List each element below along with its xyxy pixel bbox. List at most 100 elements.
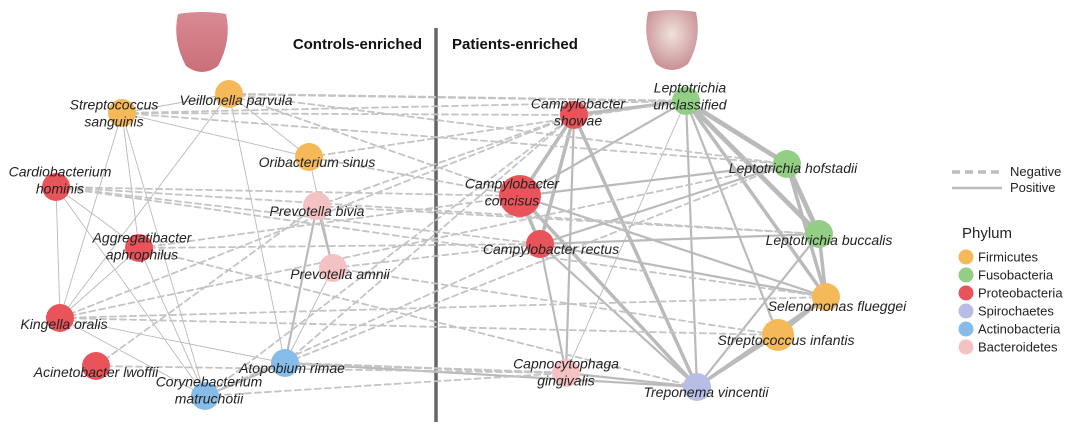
edge-positive-12 (138, 247, 206, 397)
edge-negative-76 (95, 365, 567, 374)
node-circle (773, 150, 801, 178)
legend-swatch-fusobacteria (958, 267, 974, 283)
edge-positive-0 (121, 93, 230, 114)
node-circle (762, 319, 794, 351)
node-circle (560, 101, 588, 129)
edge-positive-46 (695, 333, 780, 389)
legend-swatch-spirochaetes (958, 303, 974, 319)
edge-positive-49 (283, 361, 699, 389)
edge-positive-43 (538, 242, 828, 299)
patients-tongue-image (642, 8, 702, 74)
legend-swatch-bacteroidetes (958, 339, 974, 355)
node-label: hominis (36, 181, 84, 197)
edge-negative-52 (121, 112, 575, 116)
node-label: Campylobacter (531, 96, 626, 112)
edge-positive-26 (684, 99, 780, 337)
node-label: Campylobacter rectus (483, 241, 619, 257)
edge-positive-13 (59, 317, 206, 397)
node-circle (805, 220, 833, 248)
node-label: showae (554, 113, 602, 129)
edge-negative-55 (228, 93, 788, 165)
node-circle (42, 173, 70, 201)
edge-positive-1 (121, 112, 310, 158)
edge-positive-14 (59, 317, 286, 364)
edge-positive-10 (55, 186, 206, 397)
edge-negative-69 (316, 114, 575, 207)
controls-enriched-header: Controls-enriched (293, 36, 422, 53)
node-veillonella-parvula: Veillonella parvula (179, 80, 293, 108)
node-selenomonas-flueggei: Selenomonas flueggei (768, 283, 907, 314)
legend-swatch-firmicutes (958, 249, 974, 265)
edge-negative-50 (227, 92, 688, 103)
node-oribacterium-sinus: Oribacterium sinus (259, 143, 376, 171)
legend-positive-label: Positive (1010, 180, 1056, 195)
edge-negative-53 (121, 112, 788, 165)
node-circle (295, 143, 323, 171)
node-circle (271, 349, 299, 377)
edge-negative-65 (138, 247, 698, 388)
edge-positive-24 (518, 99, 688, 198)
node-label: Streptococcus infantis (718, 332, 855, 348)
edge-negative-61 (59, 317, 779, 336)
edge-positive-16 (283, 204, 319, 365)
edge-negative-57 (55, 186, 541, 245)
edge-positive-40 (518, 194, 828, 299)
edge-positive-41 (538, 242, 699, 389)
node-prevotella-amnii: Prevotella amnii (290, 254, 391, 282)
node-kingella-oralis: Kingella oralis (20, 304, 108, 332)
legend-label-bacteroidetes: Bacteroidetes (978, 340, 1058, 355)
node-circle (303, 192, 331, 220)
edge-negative-78 (204, 372, 567, 397)
node-campylobacter-rectus: Campylobacter rectus (483, 230, 619, 258)
edge-negative-71 (332, 243, 541, 269)
node-circle (499, 175, 541, 217)
edge-negative-75 (284, 163, 788, 364)
edge-positive-17 (284, 267, 334, 364)
edge-negative-64 (138, 243, 541, 249)
node-circle (46, 304, 74, 332)
legend-swatch-actinobacteria (958, 321, 974, 337)
edge-positive-9 (55, 186, 61, 319)
phylum-legend: FirmicutesFusobacteriaProteobacteriaSpir… (958, 249, 1063, 355)
edge-negative-70 (316, 205, 820, 235)
legend-label-proteobacteria: Proteobacteria (978, 286, 1063, 301)
node-circle (125, 234, 153, 262)
edge-negative-56 (55, 186, 521, 197)
node-leptotrichia-buccalis: Leptotrichia buccalis (766, 220, 893, 248)
edge-positive-42 (538, 242, 568, 375)
edge-negative-73 (283, 361, 568, 375)
node-label: Prevotella bivia (270, 203, 365, 219)
node-label: Selenomonas flueggei (768, 298, 907, 314)
edge-positive-29 (518, 162, 789, 198)
node-label: Leptotrichia (654, 80, 727, 96)
edge-negative-63 (59, 163, 788, 319)
node-label: Treponema vincentii (643, 384, 769, 400)
node-label: Cardiobacterium (9, 164, 112, 180)
edge-negative-68 (308, 100, 687, 158)
edge-positive-36 (572, 113, 699, 389)
node-label: Oribacterium sinus (259, 154, 376, 170)
node-atopobium-rimae: Atopobium rimae (238, 349, 345, 377)
edge-negative-54 (228, 93, 521, 197)
node-circle (82, 352, 110, 380)
edge-positive-22 (684, 99, 828, 299)
edge-negative-77 (204, 243, 541, 397)
node-circle (812, 283, 840, 311)
edge-positive-6 (228, 93, 286, 364)
node-label: matruchotii (175, 391, 244, 407)
node-leptotrichia-hofstadii: Leptotrichia hofstadii (729, 150, 858, 178)
node-label: Leptotrichia buccalis (766, 232, 893, 248)
edge-negative-62 (59, 296, 827, 319)
edge-negative-79 (204, 114, 575, 397)
controls-tongue-image (172, 10, 232, 76)
edge-positive-11 (59, 247, 140, 319)
node-prevotella-bivia: Prevotella bivia (270, 192, 365, 220)
edge-negative-67 (308, 156, 521, 197)
node-label: Veillonella parvula (179, 92, 292, 108)
node-label: Aggregatibacter (92, 230, 193, 246)
legend-label-spirochaetes: Spirochaetes (978, 304, 1054, 319)
node-circle (552, 359, 580, 387)
